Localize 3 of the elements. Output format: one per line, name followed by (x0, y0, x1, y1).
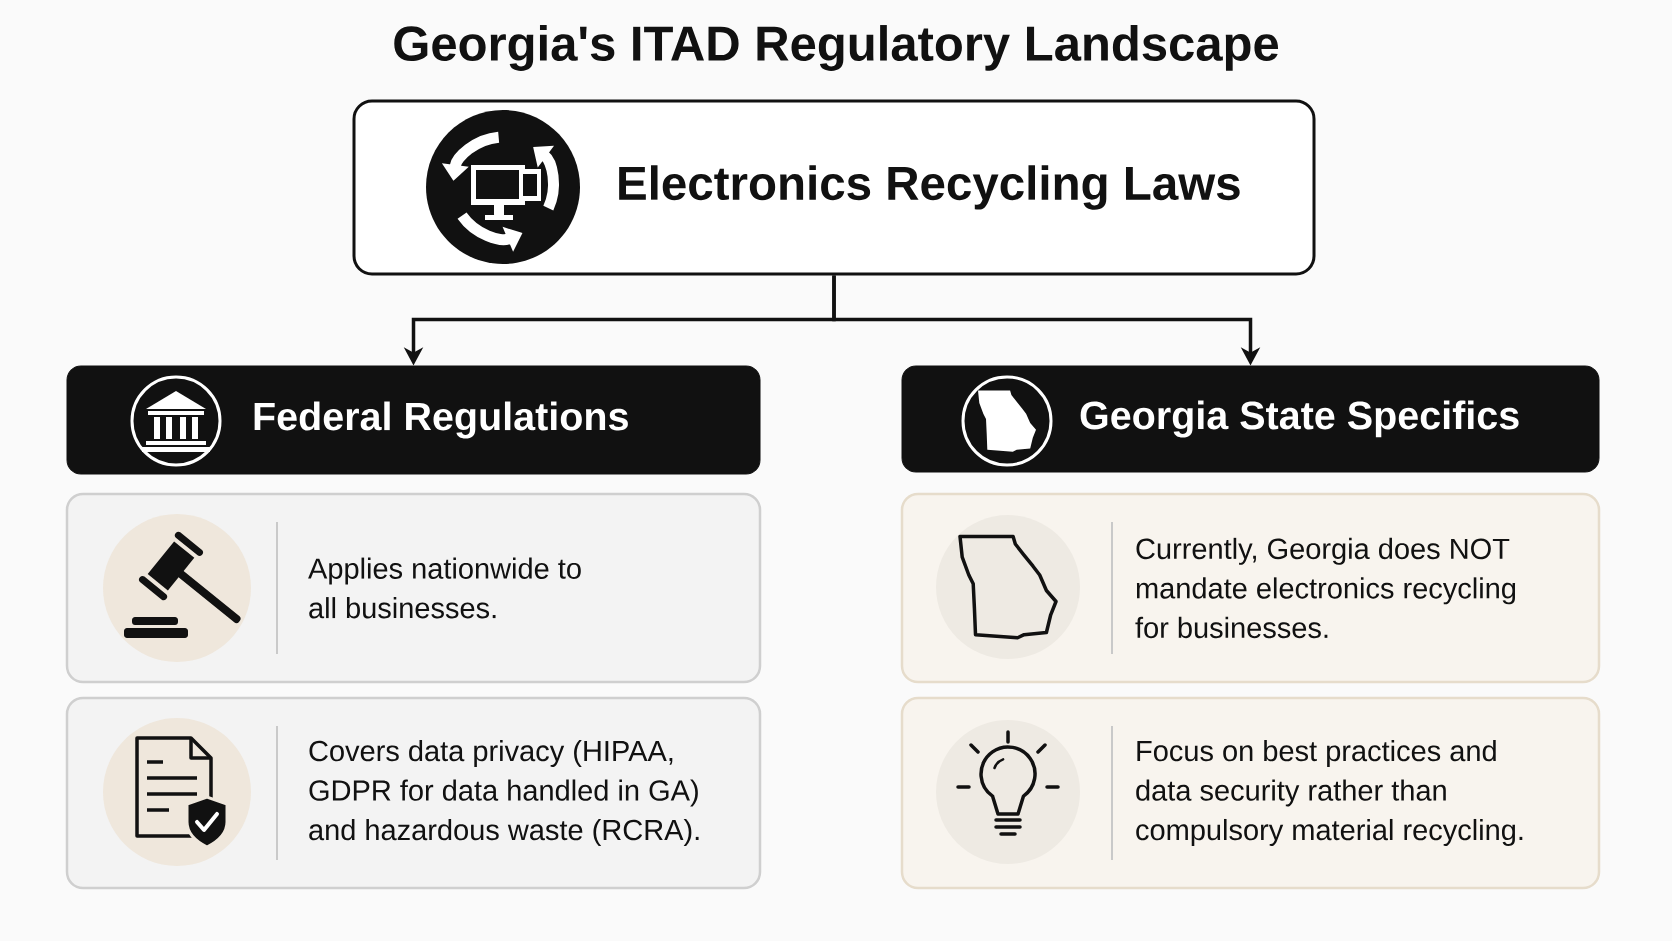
header-bar: Federal Regulations (66, 365, 761, 475)
header-bar: Georgia State Specifics (901, 365, 1600, 473)
title: Georgia's ITAD Regulatory Landscape (394, 25, 1279, 71)
